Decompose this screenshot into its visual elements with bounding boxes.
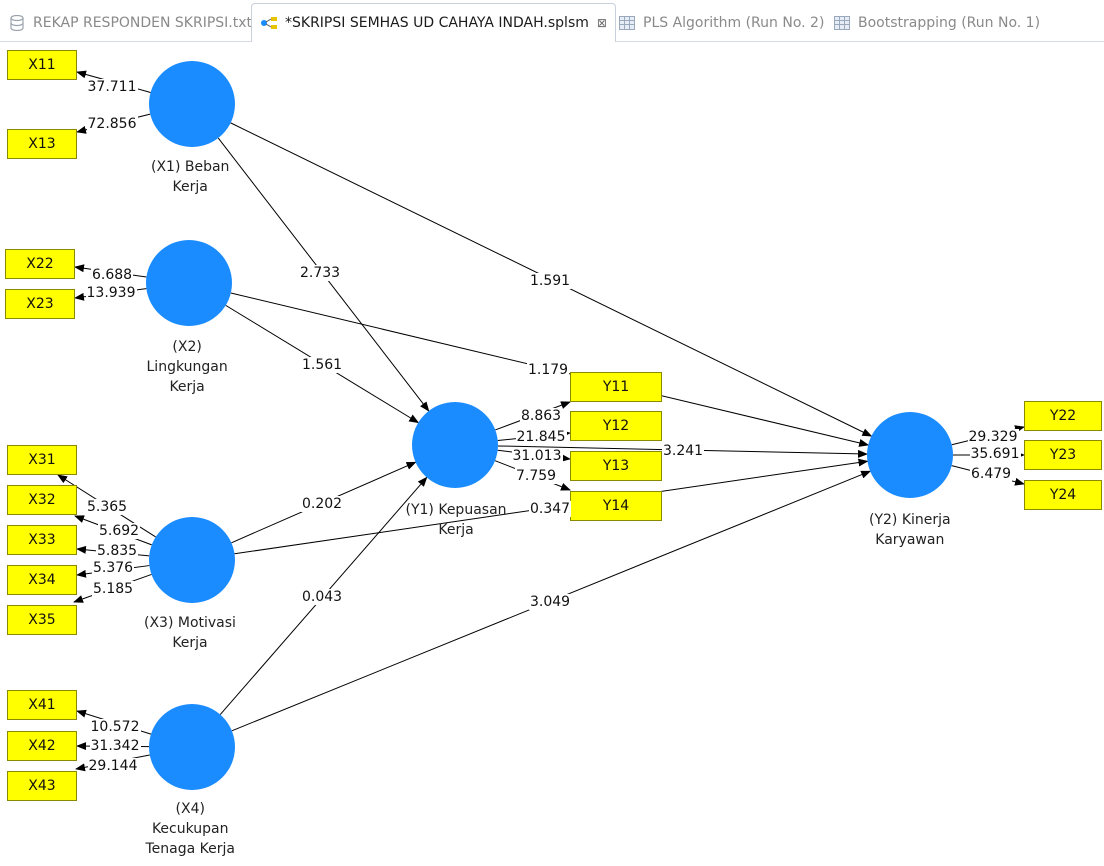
path-value-x4-y2: 3.049 bbox=[529, 594, 572, 610]
construct-x1[interactable] bbox=[149, 61, 235, 147]
indicator-x35[interactable]: X35 bbox=[7, 605, 77, 635]
indicator-x41[interactable]: X41 bbox=[7, 690, 77, 720]
construct-y1[interactable] bbox=[412, 402, 498, 488]
path-value-x1-y1: 2.733 bbox=[299, 265, 342, 281]
tab-label: Bootstrapping (Run No. 1) bbox=[858, 14, 1041, 31]
path-value-x1-y2: 1.591 bbox=[529, 273, 572, 289]
indicator-x11[interactable]: X11 bbox=[7, 50, 77, 80]
loading-value-x35: 5.185 bbox=[92, 581, 135, 597]
path-value-x3-y1: 0.202 bbox=[301, 496, 344, 512]
loading-value-x41: 10.572 bbox=[89, 719, 141, 735]
loading-value-y11: 8.863 bbox=[520, 408, 563, 424]
construct-y2[interactable] bbox=[867, 412, 953, 498]
loading-value-y13: 31.013 bbox=[511, 448, 563, 464]
database-icon bbox=[8, 14, 26, 32]
construct-label-x1: (X1) Beban Kerja bbox=[151, 159, 230, 195]
loading-value-y14: 7.759 bbox=[515, 468, 558, 484]
indicator-y22[interactable]: Y22 bbox=[1024, 401, 1102, 431]
indicator-x43[interactable]: X43 bbox=[7, 771, 77, 801]
path-value-x2-y1: 1.561 bbox=[301, 357, 344, 373]
indicator-x32[interactable]: X32 bbox=[7, 485, 77, 515]
loading-value-y12: 21.845 bbox=[515, 429, 567, 445]
loading-value-x32: 5.692 bbox=[98, 523, 141, 539]
loading-value-x22: 6.688 bbox=[91, 267, 134, 283]
indicator-y24[interactable]: Y24 bbox=[1024, 480, 1102, 510]
path-value-x3-y2: 0.347 bbox=[529, 501, 572, 517]
indicator-x23[interactable]: X23 bbox=[5, 289, 75, 319]
indicator-x34[interactable]: X34 bbox=[7, 565, 77, 595]
loading-value-x13: 72.856 bbox=[86, 116, 138, 132]
tab-label: REKAP RESPONDEN SKRIPSI.txt bbox=[33, 14, 253, 31]
indicator-x31[interactable]: X31 bbox=[7, 445, 77, 475]
construct-x4[interactable] bbox=[149, 704, 235, 790]
table-icon bbox=[618, 14, 636, 32]
construct-label-y1: (Y1) Kepuasan Kerja bbox=[405, 502, 507, 538]
loading-value-x33: 5.835 bbox=[96, 543, 139, 559]
indicator-x42[interactable]: X42 bbox=[7, 731, 77, 761]
loading-value-y24: 6.479 bbox=[970, 466, 1013, 482]
editor-tab-bar: REKAP RESPONDEN SKRIPSI.txt *SKRIPSI SEM… bbox=[0, 0, 1104, 42]
tab-rekap-responden[interactable]: REKAP RESPONDEN SKRIPSI.txt bbox=[8, 4, 252, 41]
model-icon bbox=[260, 14, 278, 32]
loading-value-x42: 31.342 bbox=[89, 738, 141, 754]
construct-label-y2: (Y2) Kinerja Karyawan bbox=[869, 512, 951, 548]
path-value-y1-y2: 3.241 bbox=[662, 443, 705, 459]
loading-value-x34: 5.376 bbox=[92, 560, 135, 576]
table-icon bbox=[833, 14, 851, 32]
construct-x2[interactable] bbox=[146, 240, 232, 326]
indicator-y11[interactable]: Y11 bbox=[570, 372, 662, 402]
indicator-x33[interactable]: X33 bbox=[7, 525, 77, 555]
path-value-x2-y2: 1.179 bbox=[527, 362, 570, 378]
tab-skripsi-model[interactable]: *SKRIPSI SEMHAS UD CAHAYA INDAH.splsm ⊠ bbox=[251, 3, 616, 42]
loading-value-y23: 35.691 bbox=[969, 446, 1021, 462]
tab-pls-algorithm[interactable]: PLS Algorithm (Run No. 2) bbox=[618, 4, 824, 41]
indicator-y13[interactable]: Y13 bbox=[570, 451, 662, 481]
path-value-x4-y1: 0.043 bbox=[301, 589, 344, 605]
loading-value-x11: 37.711 bbox=[86, 79, 138, 95]
construct-label-x2: (X2) Lingkungan Kerja bbox=[146, 339, 228, 395]
construct-label-x3: (X3) Motivasi Kerja bbox=[144, 615, 236, 651]
tab-label: *SKRIPSI SEMHAS UD CAHAYA INDAH.splsm bbox=[285, 15, 589, 31]
loading-value-x23: 13.939 bbox=[85, 285, 137, 301]
indicator-y12[interactable]: Y12 bbox=[570, 411, 662, 441]
indicator-y14[interactable]: Y14 bbox=[570, 491, 662, 521]
close-icon[interactable]: ⊠ bbox=[596, 16, 607, 30]
tab-bootstrapping[interactable]: Bootstrapping (Run No. 1) bbox=[833, 4, 1040, 41]
loading-value-x43: 29.144 bbox=[87, 758, 139, 774]
construct-label-x4: (X4) Kecukupan Tenaga Kerja bbox=[145, 801, 235, 857]
indicator-x22[interactable]: X22 bbox=[5, 249, 75, 279]
construct-x3[interactable] bbox=[149, 517, 235, 603]
loading-value-x31: 5.365 bbox=[86, 499, 129, 515]
indicator-x13[interactable]: X13 bbox=[7, 129, 77, 159]
indicator-y23[interactable]: Y23 bbox=[1024, 440, 1102, 470]
tab-label: PLS Algorithm (Run No. 2) bbox=[643, 14, 825, 31]
loading-value-y22: 29.329 bbox=[967, 429, 1019, 445]
